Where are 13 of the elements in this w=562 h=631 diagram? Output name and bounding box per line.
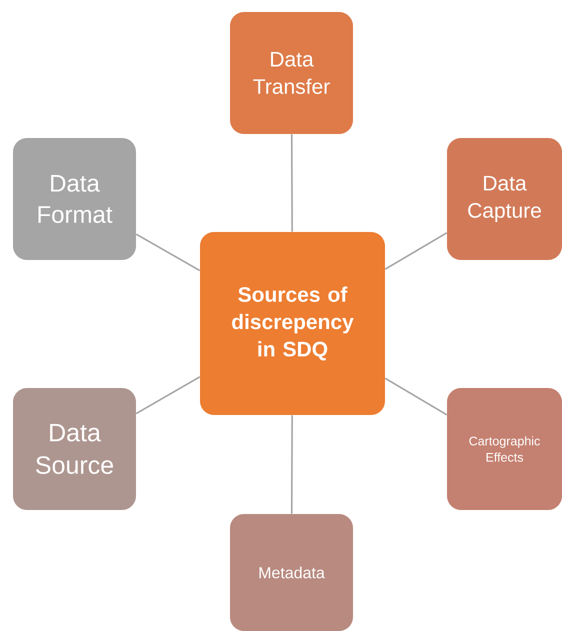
topic-box: Data Transfer <box>230 12 353 134</box>
topic-box: Data Format <box>13 138 136 260</box>
connector-line <box>384 378 448 416</box>
topic-box: Cartographic Effects <box>447 388 562 510</box>
topic-box: Data Capture <box>447 138 562 260</box>
connector-line <box>290 134 293 232</box>
connector-line <box>136 376 200 414</box>
topic-box: Data Source <box>13 388 136 510</box>
center-box: Sources of discrepency in SDQ <box>200 232 385 415</box>
connector-line <box>136 233 200 272</box>
connector-line <box>384 232 448 270</box>
connector-line <box>290 415 293 514</box>
topic-box: Metadata <box>230 514 353 631</box>
